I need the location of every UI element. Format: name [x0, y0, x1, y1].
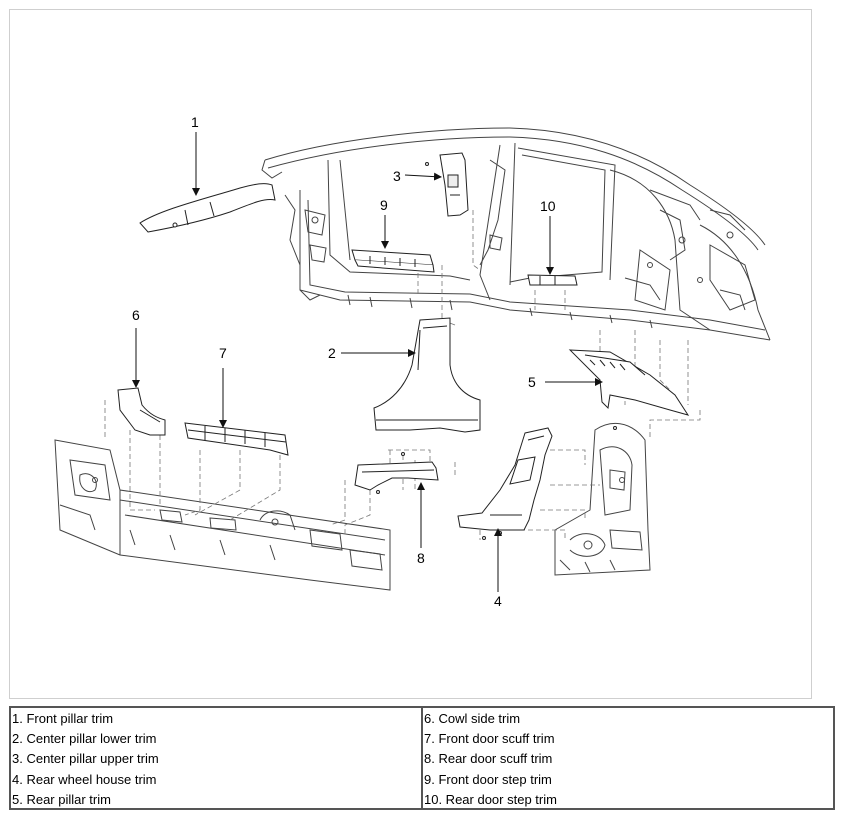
callout-10: 10	[540, 198, 556, 214]
legend-item: 7. Front door scuff trim	[424, 731, 555, 747]
legend-item: 9. Front door step trim	[424, 771, 552, 787]
center-pillar-lower-trim	[373, 317, 481, 433]
exploded-diagram: 1 2 3 4 5 6 7 8 9 10	[9, 9, 812, 699]
front-door-step-trim	[351, 249, 435, 273]
rear-quarter-body	[554, 422, 651, 576]
legend-item: 4. Rear wheel house trim	[12, 771, 157, 787]
legend-item: 2. Center pillar lower trim	[12, 731, 157, 747]
front-pillar-trim	[139, 183, 276, 233]
legend-item: 5. Rear pillar trim	[12, 791, 111, 807]
callout-2: 2	[328, 345, 336, 361]
rear-wheel-house-trim	[457, 427, 553, 540]
callout-arrows	[132, 132, 603, 592]
cowl-side-trim	[117, 387, 166, 436]
legend-column-right: 6. Cowl side trim 7. Front door scuff tr…	[421, 708, 833, 808]
callout-labels: 1 2 3 4 5 6 7 8 9 10	[132, 114, 556, 609]
legend-item: 10. Rear door step trim	[424, 791, 557, 807]
legend-item: 6. Cowl side trim	[424, 711, 521, 726]
rear-pillar-trim	[568, 349, 690, 430]
rear-door-step-trim	[527, 274, 578, 286]
front-door-scuff-trim	[184, 422, 289, 456]
callout-8: 8	[417, 550, 425, 566]
callout-4: 4	[494, 593, 502, 609]
callout-9: 9	[380, 197, 388, 213]
rear-door-scuff-trim	[354, 452, 439, 494]
legend-item: 3. Center pillar upper trim	[12, 751, 159, 767]
callout-7: 7	[219, 345, 227, 361]
car-body-shell	[261, 127, 771, 341]
diagram-drawing: 1 2 3 4 5 6 7 8 9 10	[54, 114, 771, 609]
callout-3: 3	[393, 168, 401, 184]
legend-item: 1. Front pillar trim	[12, 711, 114, 726]
callout-1: 1	[191, 114, 199, 130]
center-pillar-upper-trim	[425, 152, 469, 217]
legend-column-left: 1. Front pillar trim 2. Center pillar lo…	[11, 708, 421, 808]
callout-6: 6	[132, 307, 140, 323]
legend-item: 8. Rear door scuff trim	[424, 751, 553, 767]
callout-5: 5	[528, 374, 536, 390]
parts-legend-table: 1. Front pillar trim 2. Center pillar lo…	[9, 706, 835, 810]
lower-body-sill	[54, 439, 391, 591]
